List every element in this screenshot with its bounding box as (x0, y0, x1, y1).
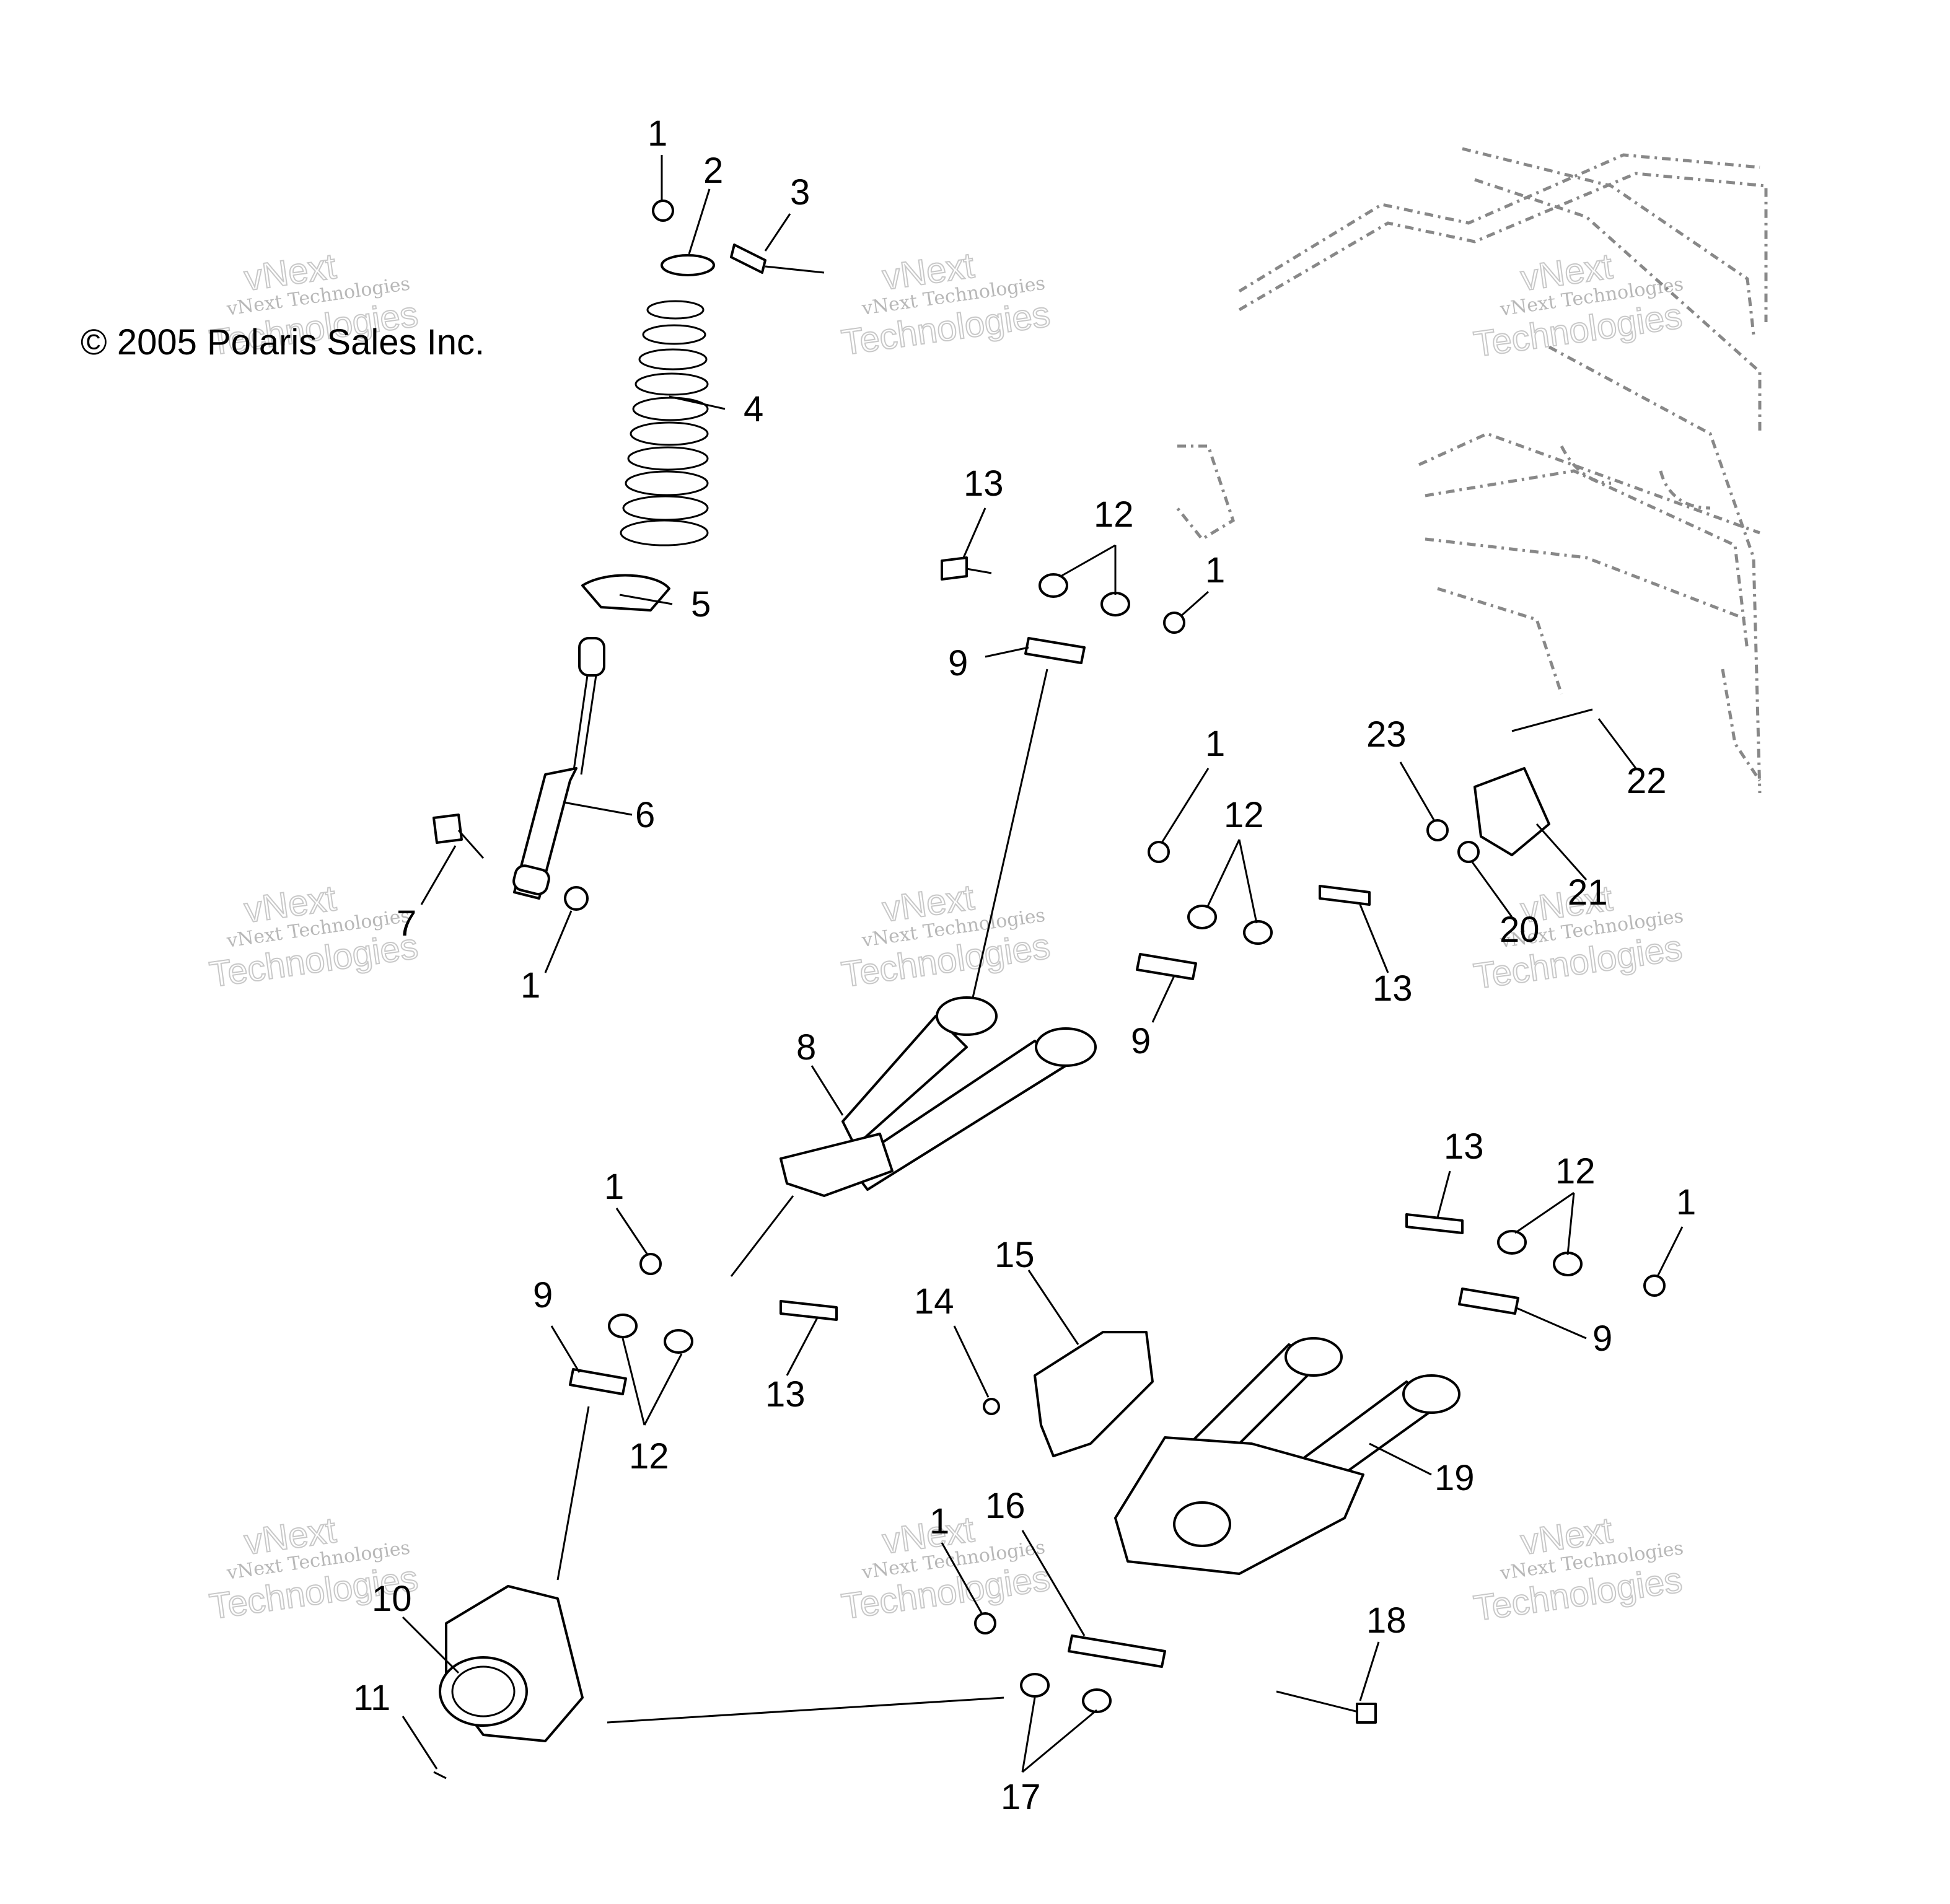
callout-label: 1 (520, 965, 540, 1006)
callout-label: 15 (995, 1235, 1035, 1275)
callout-label: 17 (1001, 1777, 1041, 1817)
callout-label: 14 (914, 1281, 954, 1322)
callout-label: 12 (1224, 795, 1264, 835)
upper-a-arm (780, 996, 1097, 1197)
callout-label: 2 (703, 151, 723, 191)
callout-label: 1 (604, 1167, 624, 1207)
callout-label: 9 (1131, 1021, 1151, 1061)
callout-label: 13 (1444, 1126, 1484, 1167)
callout-label: 8 (796, 1027, 816, 1068)
hardware (433, 200, 1666, 1779)
callout-label: 9 (948, 643, 968, 683)
watermark: Technologies vNext vNext Technologies (1470, 1509, 1685, 1630)
callout-label: 1 (1205, 724, 1225, 764)
callout-label: 22 (1627, 761, 1667, 801)
callout-label: 7 (397, 903, 416, 944)
callout-label: 19 (1434, 1458, 1475, 1498)
bracket (1034, 1331, 1154, 1457)
assembly-lines (556, 669, 1048, 1724)
watermark: Technologies vNext vNext Technologies (206, 245, 421, 364)
coil-spring (620, 300, 709, 546)
callout-label: 10 (372, 1579, 412, 1619)
callout-label: 18 (1366, 1600, 1407, 1641)
callout-label: 11 (353, 1678, 390, 1718)
callout-label: 13 (1372, 968, 1413, 1009)
watermark: Technologies vNext vNext Technologies (1470, 245, 1685, 366)
callout-label: 1 (929, 1501, 949, 1542)
leader-lines (402, 155, 1684, 1773)
spring-seat (581, 574, 670, 612)
frame-bracket (1473, 767, 1550, 856)
callout-label: 3 (790, 172, 810, 213)
callout-label: 5 (691, 584, 711, 625)
copyright-text: © 2005 Polaris Sales Inc. (81, 322, 485, 362)
watermark: Technologies vNext vNext Technologies (206, 877, 421, 996)
callout-label: 9 (533, 1275, 553, 1315)
watermarks: Technologies vNext vNext Technologies Te… (206, 245, 1685, 1630)
chassis-frame (1176, 147, 1768, 794)
watermark: Technologies vNext vNext Technologies (838, 245, 1053, 364)
callout-label: 12 (1094, 494, 1134, 535)
watermark: Technologies vNext vNext Technologies (838, 877, 1053, 996)
shock-absorber (512, 637, 605, 900)
callout-label: 1 (1676, 1182, 1696, 1222)
callout-label: 1 (648, 113, 667, 154)
callout-label: 1 (1205, 550, 1225, 590)
spring-washer (661, 254, 715, 276)
hub-knuckle (439, 1585, 584, 1742)
callout-label: 13 (964, 463, 1004, 504)
callout-label: 4 (744, 389, 763, 429)
callout-label: 12 (629, 1436, 669, 1476)
callouts: 1 2 3 4 5 6 7 1 13 12 1 9 1 12 23 22 21 … (353, 113, 1696, 1817)
callout-label: 21 (1568, 872, 1608, 913)
callout-label: 20 (1500, 910, 1540, 950)
callout-label: 23 (1366, 714, 1407, 755)
callout-label: 16 (985, 1486, 1026, 1526)
callout-label: 9 (1592, 1318, 1612, 1359)
lower-a-arm (1114, 1337, 1460, 1575)
callout-label: 12 (1555, 1151, 1596, 1191)
callout-label: 13 (765, 1374, 806, 1415)
callout-label: 6 (635, 795, 655, 835)
